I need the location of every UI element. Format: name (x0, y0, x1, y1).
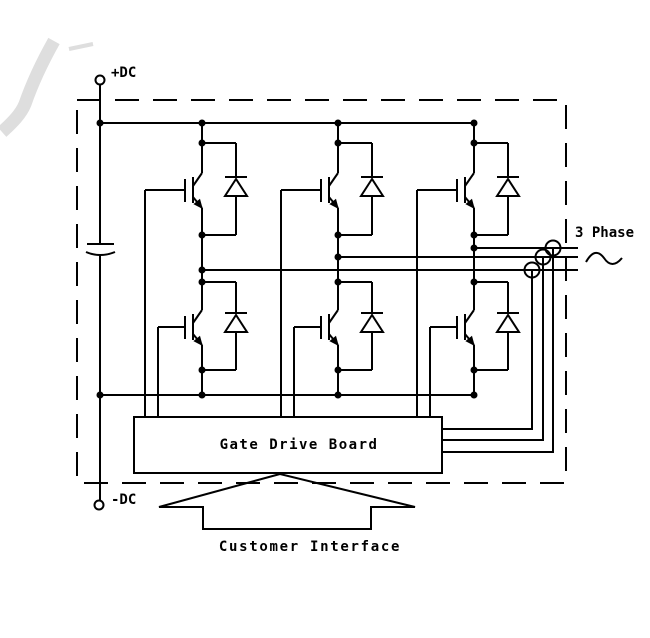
gate-drive-board: Gate Drive Board (133, 416, 443, 474)
gate-drive-board-label: Gate Drive Board (220, 437, 379, 453)
junction-dots (470, 119, 478, 399)
phase-a-sense-wire (442, 270, 533, 430)
igbt-lower-symbol (456, 309, 475, 346)
customer-interface-arrow (158, 472, 416, 530)
leg-wires (416, 123, 509, 417)
dc-link-capacitor (85, 243, 116, 256)
phase-c-sense-wire (442, 248, 554, 453)
dashed-enclosure (76, 99, 567, 484)
current-sensor-ring (534, 248, 552, 266)
dc-positive-terminal (94, 74, 106, 86)
diode-upper-symbol (496, 176, 520, 197)
phase-sense-wires (442, 248, 554, 453)
inverter-leg-2 (280, 119, 578, 417)
dc-positive-label: +DC (111, 65, 136, 81)
inverter-leg-1 (144, 119, 578, 417)
phase-b-sense-wire (442, 257, 544, 441)
watermark-stroke (0, 37, 94, 137)
junction-dot (96, 391, 104, 399)
ac-sine-icon (585, 251, 623, 265)
leg-wires (144, 123, 237, 417)
diode-upper-symbol (360, 176, 384, 197)
igbt-upper-symbol (184, 172, 203, 209)
igbt-lower-symbol (320, 309, 339, 346)
diode-lower-symbol (360, 312, 384, 333)
dc-positive-terminal-group: +DC (94, 65, 136, 244)
igbt-lower-symbol (184, 309, 203, 346)
current-sensor-ring (544, 239, 562, 257)
gate-drive-board-box (133, 416, 443, 474)
capacitor-plate-bottom (85, 251, 116, 256)
customer-interface: Customer Interface (158, 472, 416, 555)
diode-upper-symbol (224, 176, 248, 197)
current-sensor-ring (523, 261, 541, 279)
dc-negative-terminal (93, 499, 105, 511)
igbt-upper-symbol (456, 172, 475, 209)
igbt-upper-symbol (320, 172, 339, 209)
diode-lower-symbol (496, 312, 520, 333)
junction-dots (198, 119, 206, 399)
diode-lower-symbol (224, 312, 248, 333)
customer-interface-label: Customer Interface (219, 539, 401, 555)
dc-negative-terminal-group: -DC (93, 254, 136, 511)
junction-dot (96, 119, 104, 127)
junction-dots (334, 119, 342, 399)
dc-negative-label: -DC (111, 492, 136, 508)
three-phase-label: 3 Phase (575, 225, 634, 241)
